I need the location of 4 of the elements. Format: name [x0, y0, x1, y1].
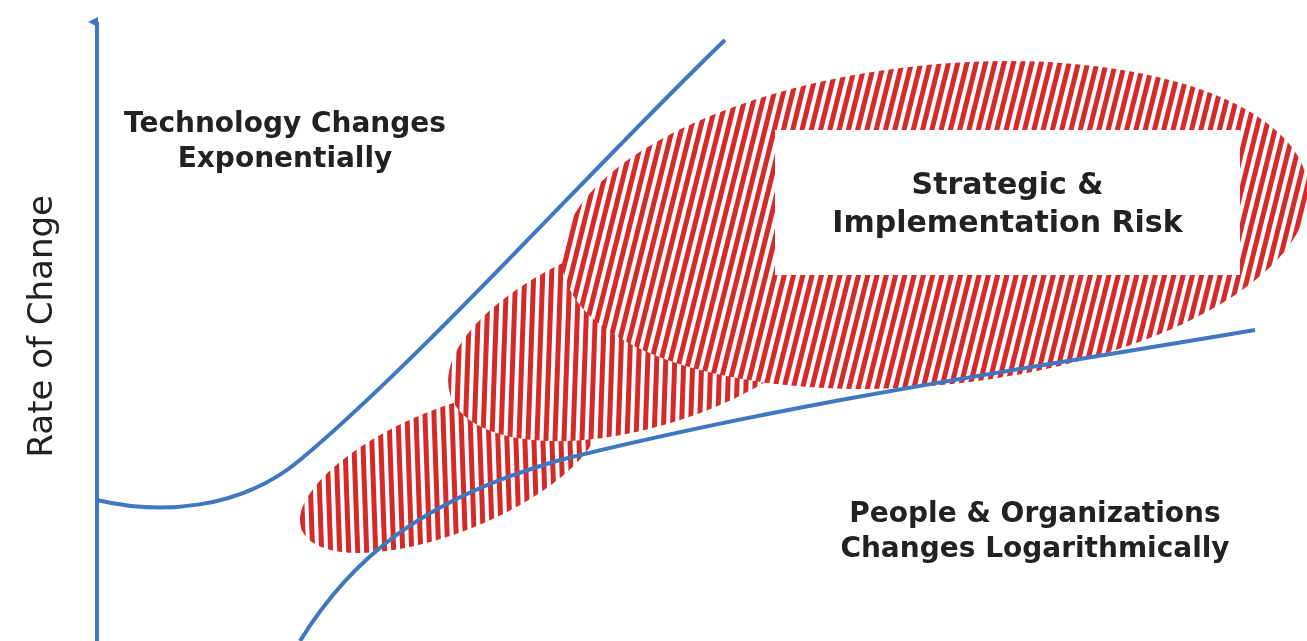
risk-label-box: Strategic & Implementation Risk — [775, 130, 1240, 275]
curve-label: Technology Changes Exponentially — [123, 105, 447, 175]
curve-label: People & Organizations Changes Logarithmically — [839, 495, 1231, 565]
axis-label: Rate of Change — [18, 194, 61, 460]
